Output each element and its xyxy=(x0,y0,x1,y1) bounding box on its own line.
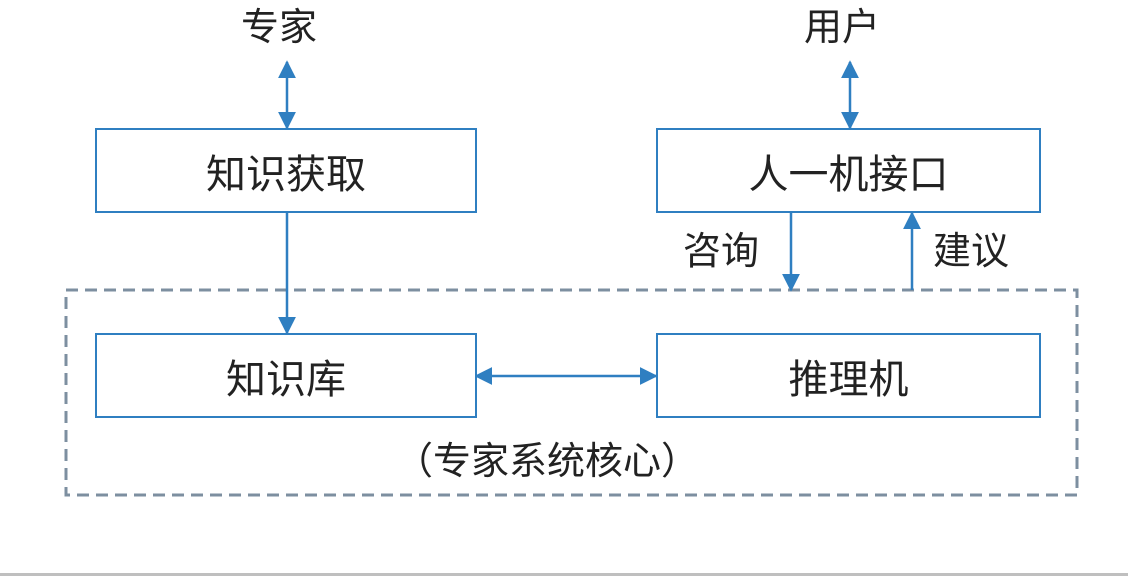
knowledge-acquisition-label: 知识获取 xyxy=(206,151,366,198)
knowledge-base-label: 知识库 xyxy=(226,356,346,403)
knowledge-acquisition-box: 知识获取 xyxy=(95,128,477,213)
advice-label: 建议 xyxy=(933,229,1010,273)
inference-engine-box: 推理机 xyxy=(656,333,1041,418)
consult-label: 咨询 xyxy=(683,229,760,273)
core-caption: （专家系统核心） xyxy=(395,439,700,483)
bottom-border xyxy=(0,573,1128,576)
core-dashed-boundary xyxy=(64,288,1079,497)
expert-label: 专家 xyxy=(241,5,318,49)
knowledge-base-box: 知识库 xyxy=(95,333,477,418)
user-label: 用户 xyxy=(804,5,881,49)
inference-engine-label: 推理机 xyxy=(788,356,909,403)
human-machine-interface-box: 人一机接口 xyxy=(656,128,1041,213)
human-machine-interface-label: 人一机接口 xyxy=(748,151,949,198)
